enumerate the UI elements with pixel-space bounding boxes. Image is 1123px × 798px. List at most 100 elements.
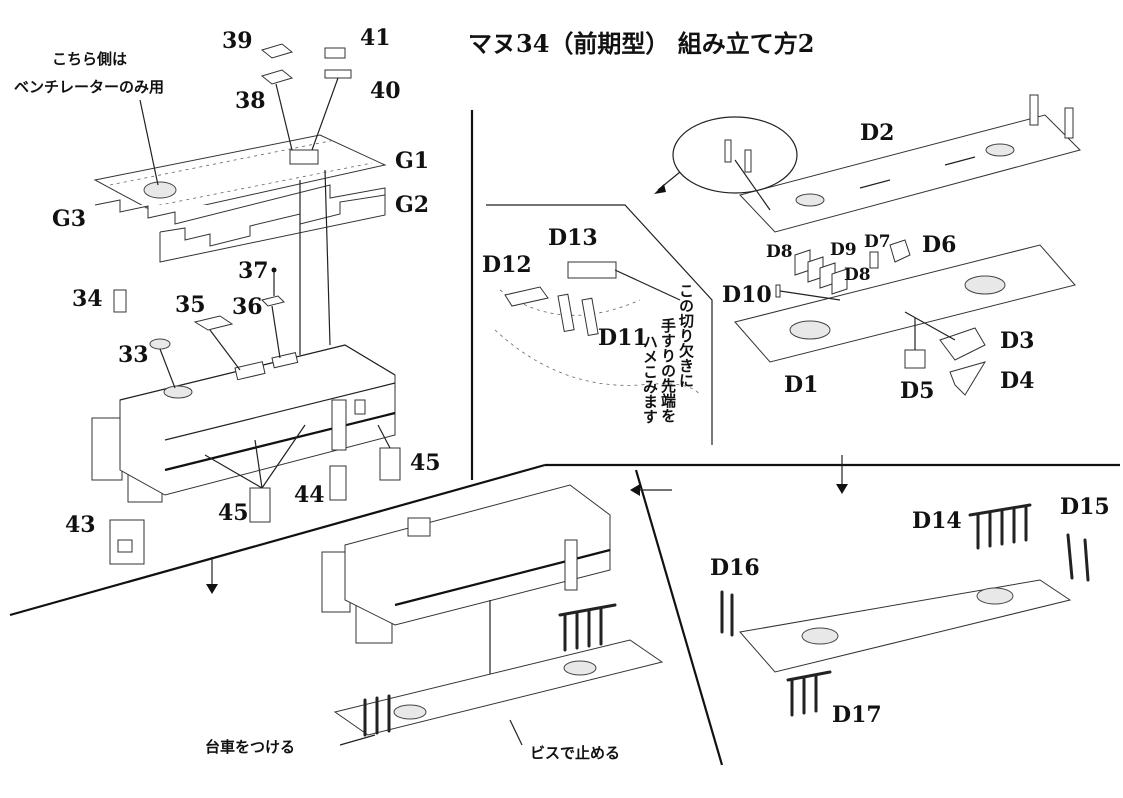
label-D7: D7 bbox=[864, 232, 891, 252]
label-34: 34 bbox=[72, 286, 103, 312]
label-33: 33 bbox=[118, 342, 149, 368]
leader-36 bbox=[271, 305, 281, 359]
part-D12-shape bbox=[504, 286, 549, 307]
detail-curve-outer bbox=[494, 329, 701, 396]
part-40-shape bbox=[324, 69, 352, 79]
label-D10: D10 bbox=[722, 282, 772, 308]
label-39: 39 bbox=[222, 28, 253, 54]
part-33-shape bbox=[149, 338, 171, 350]
label-41: 41 bbox=[360, 25, 391, 51]
underframe-top bbox=[654, 94, 1081, 233]
final-frame-hole-b bbox=[563, 660, 597, 676]
zoom-circle bbox=[672, 116, 798, 194]
frame-with-rails bbox=[720, 503, 1090, 717]
part-34-shape bbox=[113, 289, 127, 313]
note-side-line2: ベンチレーターのみ用 bbox=[14, 78, 164, 96]
d2-slot-a bbox=[859, 179, 891, 189]
car-eave-line bbox=[164, 382, 396, 441]
d2-hole-b bbox=[985, 143, 1015, 157]
label-D12: D12 bbox=[482, 252, 532, 278]
page-title: マヌ34（前期型） 組み立て方2 bbox=[468, 29, 814, 58]
part-44-shape bbox=[329, 465, 347, 501]
label-D3: D3 bbox=[1000, 328, 1034, 354]
part-D3-shape bbox=[939, 327, 986, 361]
roof-vent-hole bbox=[143, 181, 177, 199]
final-chimney bbox=[407, 517, 431, 537]
leader-45a-2 bbox=[254, 439, 263, 489]
section-dividers bbox=[9, 110, 1120, 766]
label-43: 43 bbox=[65, 512, 96, 538]
end-block-a bbox=[91, 417, 123, 481]
arrow-down-left-head bbox=[206, 584, 218, 594]
divider-diagonal-bottom bbox=[634, 469, 724, 766]
part-D7-shape bbox=[869, 251, 879, 269]
arrow-left-head bbox=[630, 484, 640, 496]
note-vertical-col2: 手すりの先端を bbox=[659, 317, 677, 423]
final-frame-hole-a bbox=[393, 704, 427, 720]
label-G1: G1 bbox=[395, 148, 429, 174]
divider-diagonal-left bbox=[9, 463, 546, 617]
part-43-window bbox=[117, 539, 133, 553]
zoom-step-b bbox=[744, 149, 752, 173]
leader-45a-3 bbox=[261, 424, 306, 489]
rail-D17-top bbox=[786, 670, 832, 682]
leader-D3 bbox=[904, 311, 956, 341]
label-D5: D5 bbox=[900, 378, 934, 404]
frame-hole-b bbox=[976, 587, 1014, 605]
label-G3: G3 bbox=[52, 206, 86, 232]
leader-bogie bbox=[339, 734, 376, 746]
final-door bbox=[564, 539, 578, 591]
roof-window-36 bbox=[271, 352, 299, 369]
label-44: 44 bbox=[294, 482, 325, 508]
label-G2: G2 bbox=[395, 192, 429, 218]
part-41-shape bbox=[324, 47, 346, 59]
note-screw: ビスで止める bbox=[530, 744, 620, 762]
part-45a-shape bbox=[249, 487, 271, 523]
label-D6: D6 bbox=[922, 232, 956, 258]
door-window bbox=[354, 399, 366, 415]
label-D16: D16 bbox=[710, 555, 760, 581]
d2-step-a bbox=[1029, 94, 1039, 126]
label-40: 40 bbox=[370, 78, 401, 104]
leader-D10 bbox=[779, 290, 841, 301]
part-36-shape bbox=[261, 295, 285, 307]
label-38: 38 bbox=[235, 88, 266, 114]
label-D13: D13 bbox=[548, 225, 598, 251]
roof-dash-a bbox=[109, 139, 336, 186]
d1-bogie-a bbox=[789, 320, 831, 340]
label-D11: D11 bbox=[598, 325, 648, 351]
label-D1: D1 bbox=[784, 372, 818, 398]
final-frame bbox=[333, 639, 664, 736]
note-vertical-col3: ハメこみます bbox=[641, 334, 659, 424]
label-D8b: D8 bbox=[844, 265, 871, 285]
part-D11a-shape bbox=[557, 293, 575, 333]
eave-G2 bbox=[94, 184, 386, 225]
label-D17: D17 bbox=[832, 702, 882, 728]
underframe-D2 bbox=[739, 114, 1081, 233]
part-D6-shape bbox=[889, 239, 911, 263]
part-D4-shape bbox=[949, 361, 987, 396]
d2-hole-a bbox=[795, 193, 825, 207]
label-D9: D9 bbox=[830, 240, 857, 260]
label-D14: D14 bbox=[912, 508, 962, 534]
part-D8b-shape bbox=[831, 268, 848, 295]
leader-vent-note bbox=[139, 99, 159, 186]
part-39-shape bbox=[260, 43, 294, 59]
part-45b-shape bbox=[379, 447, 401, 481]
side-door bbox=[331, 399, 347, 451]
leader-33 bbox=[159, 348, 176, 389]
roof-assembly bbox=[93, 43, 387, 355]
arrow-to-detail-head bbox=[654, 184, 666, 194]
label-D2: D2 bbox=[860, 120, 894, 146]
leader-45a-1 bbox=[204, 454, 263, 489]
d2-step-b bbox=[1064, 107, 1074, 139]
d1-bogie-b bbox=[964, 275, 1006, 295]
flow-arrows bbox=[206, 455, 848, 594]
car-roof-edge bbox=[119, 344, 396, 401]
car-body bbox=[91, 267, 401, 565]
rail-D15-b bbox=[1083, 538, 1090, 582]
label-D15: D15 bbox=[1060, 494, 1110, 520]
part-D5-shape bbox=[904, 349, 926, 369]
label-45b: 45 bbox=[410, 450, 441, 476]
